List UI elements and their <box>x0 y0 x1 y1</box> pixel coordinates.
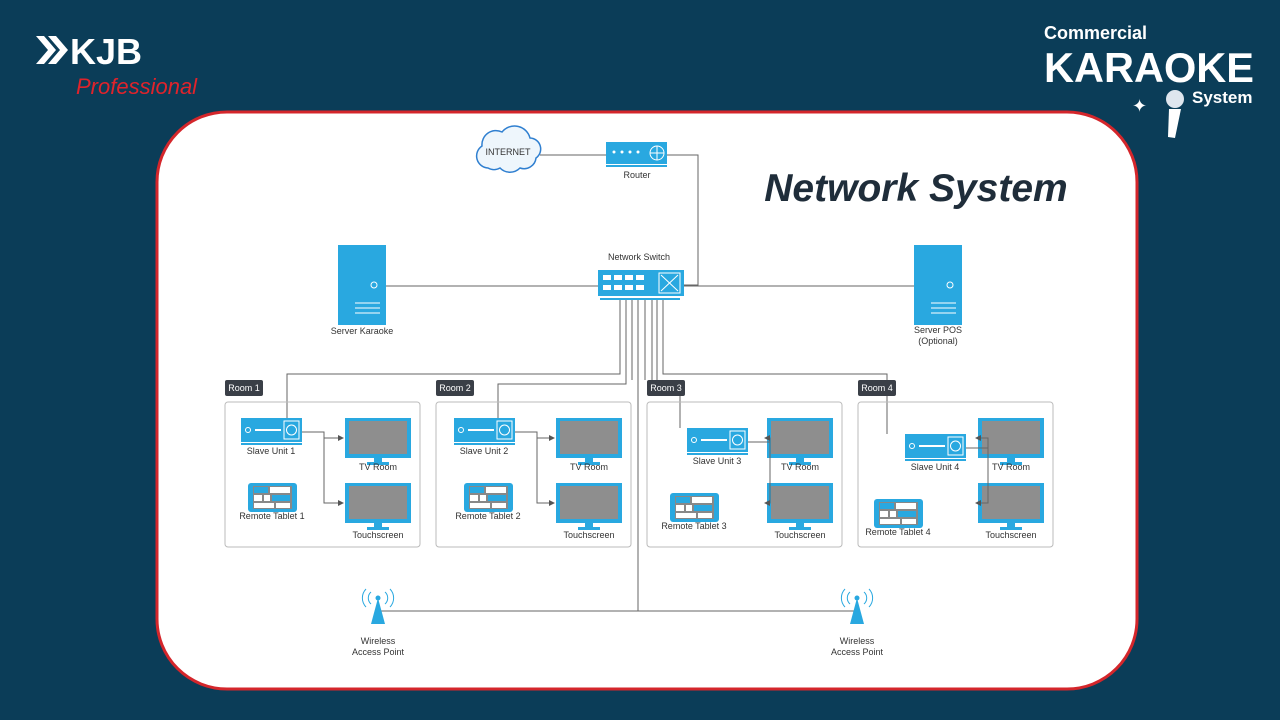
label: Slave Unit 3 <box>693 456 742 466</box>
label: Touchscreen <box>774 530 825 540</box>
room-box <box>224 401 421 548</box>
slave-unit-icon: Slave Unit 2 <box>454 418 515 456</box>
remote-tablet-icon: Remote Tablet 4 <box>865 499 931 537</box>
slave-unit-icon: Slave Unit 1 <box>241 418 302 456</box>
touchscreen-monitor-icon: Touchscreen <box>978 483 1044 540</box>
tv-room-monitor-icon: TV Room <box>556 418 622 472</box>
label: Room 3 <box>650 383 682 393</box>
room-box <box>435 401 632 548</box>
label: Room 2 <box>439 383 471 393</box>
label: Remote Tablet 3 <box>661 521 726 531</box>
slave-unit-icon: Slave Unit 4 <box>905 434 966 472</box>
label: TV Room <box>359 462 397 472</box>
label: Server POS <box>914 325 962 335</box>
tv-room-monitor-icon: TV Room <box>978 418 1044 472</box>
label: Slave Unit 4 <box>911 462 960 472</box>
label: Slave Unit 2 <box>460 446 509 456</box>
label: KARAOKE <box>1044 44 1254 91</box>
label: Remote Tablet 2 <box>455 511 520 521</box>
label: INTERNET <box>486 147 532 157</box>
label: Touchscreen <box>563 530 614 540</box>
room-label: Room 4 <box>858 380 896 396</box>
remote-tablet-icon: Remote Tablet 3 <box>661 493 727 531</box>
label: Slave Unit 1 <box>247 446 296 456</box>
label: System <box>1192 88 1252 107</box>
connection-arrow <box>748 441 771 506</box>
label: Server Karaoke <box>331 326 394 336</box>
tv-room-monitor-icon: TV Room <box>767 418 833 472</box>
touchscreen-monitor-icon: Touchscreen <box>767 483 833 540</box>
sparkle-icon: ✦ <box>1132 96 1147 116</box>
label: TV Room <box>992 462 1030 472</box>
label: KJB <box>70 31 142 72</box>
label: Router <box>623 170 650 180</box>
label: Access Point <box>352 647 405 657</box>
connection-arrow <box>515 431 555 506</box>
tv-room-monitor-icon: TV Room <box>345 418 411 472</box>
commercial-karaoke-logo: Commercial KARAOKE System ✦ <box>1044 23 1254 138</box>
internet-cloud: INTERNET <box>475 125 542 173</box>
server-karaoke-icon: Server Karaoke <box>331 245 394 336</box>
label: TV Room <box>781 462 819 472</box>
label: Network Switch <box>608 252 670 262</box>
touchscreen-monitor-icon: Touchscreen <box>345 483 411 540</box>
room-box <box>646 401 843 548</box>
label: Room 4 <box>861 383 893 393</box>
remote-tablet-icon: Remote Tablet 2 <box>455 483 521 521</box>
label: Wireless <box>840 636 875 646</box>
label: Touchscreen <box>352 530 403 540</box>
connection-arrow <box>966 447 989 506</box>
label: Touchscreen <box>985 530 1036 540</box>
connection-arrow <box>302 431 344 506</box>
remote-tablet-icon: Remote Tablet 1 <box>239 483 305 521</box>
room-label: Room 1 <box>225 380 263 396</box>
page-title: Network System <box>764 167 1067 210</box>
kjb-logo: KJB Professional <box>36 31 198 99</box>
label: Commercial <box>1044 23 1147 43</box>
network-switch-icon: Network Switch <box>598 252 684 300</box>
slave-unit-icon: Slave Unit 3 <box>687 428 748 466</box>
server-pos-icon: Server POS (Optional) <box>914 245 962 346</box>
room-label: Room 2 <box>436 380 474 396</box>
label: TV Room <box>570 462 608 472</box>
router-icon: Router <box>606 142 667 180</box>
microphone-icon <box>1164 88 1186 138</box>
label: Room 1 <box>228 383 260 393</box>
room-box <box>857 401 1054 548</box>
touchscreen-monitor-icon: Touchscreen <box>556 483 622 540</box>
label: Remote Tablet 4 <box>865 527 930 537</box>
label: Access Point <box>831 647 884 657</box>
diagram-panel <box>155 110 1139 691</box>
label: (Optional) <box>918 336 958 346</box>
label: Remote Tablet 1 <box>239 511 304 521</box>
label: Wireless <box>361 636 396 646</box>
label: Professional <box>76 74 198 99</box>
room-label: Room 3 <box>647 380 685 396</box>
